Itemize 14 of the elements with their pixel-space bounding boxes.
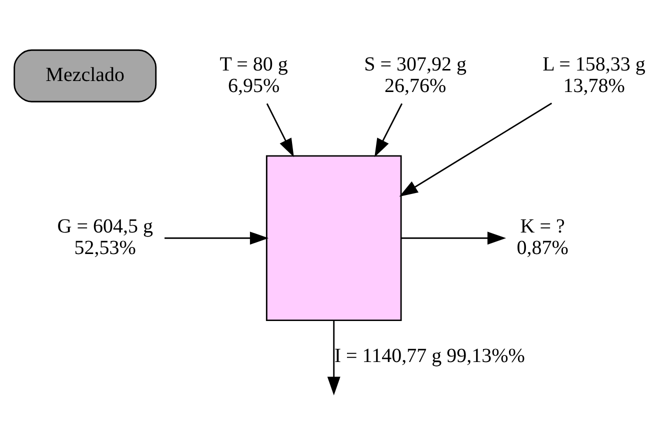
node-text: K = ? 0,87% bbox=[516, 215, 568, 259]
arrow bbox=[266, 102, 294, 157]
arrow bbox=[401, 231, 506, 244]
node-text: T = 80 g 6,95% bbox=[220, 52, 288, 96]
node-text: S = 307,92 g 26,76% bbox=[364, 52, 467, 96]
arrow bbox=[399, 102, 552, 196]
arrow bbox=[164, 231, 269, 244]
node-tank bbox=[266, 154, 402, 321]
edge-label: I = 1140,77 g 99,13%% bbox=[334, 344, 525, 367]
arrow bbox=[327, 320, 340, 395]
node-text: L = 158,33 g 13,78% bbox=[542, 52, 646, 96]
arrow bbox=[374, 102, 403, 157]
node-text: G = 604,5 g 52,53% bbox=[57, 215, 153, 259]
node-box: Mezclado bbox=[14, 48, 157, 102]
